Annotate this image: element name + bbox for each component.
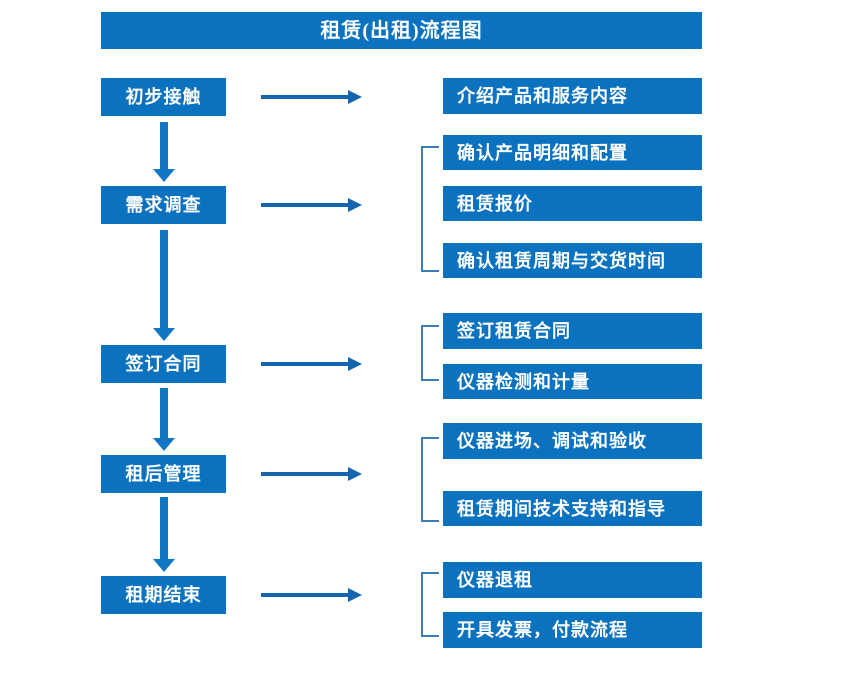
detail-box-仪器进场调试和验收[interactable]: 仪器进场、调试和验收 xyxy=(443,423,702,459)
stage-box-租期结束[interactable]: 租期结束 xyxy=(101,576,226,614)
flow-arrow-down-3 xyxy=(153,388,175,451)
bracket-group-租后管理 xyxy=(421,437,439,522)
flow-arrow-down-1 xyxy=(153,122,175,182)
stage-box-签订合同[interactable]: 签订合同 xyxy=(101,345,226,383)
bracket-group-租期结束 xyxy=(421,572,439,637)
link-arrow-right-4 xyxy=(261,466,362,482)
stage-box-初步接触[interactable]: 初步接触 xyxy=(101,78,226,116)
bracket-group-需求调查 xyxy=(421,146,439,272)
stage-box-租后管理[interactable]: 租后管理 xyxy=(101,455,226,493)
detail-box-签订租赁合同[interactable]: 签订租赁合同 xyxy=(443,313,702,349)
detail-box-租赁报价[interactable]: 租赁报价 xyxy=(443,186,702,221)
flow-arrow-down-2 xyxy=(153,230,175,341)
diagram-title: 租赁(出租)流程图 xyxy=(101,12,702,49)
detail-box-介绍产品和服务内容[interactable]: 介绍产品和服务内容 xyxy=(443,78,702,114)
detail-box-仪器退租[interactable]: 仪器退租 xyxy=(443,562,702,598)
detail-box-确认租赁周期与交货时间[interactable]: 确认租赁周期与交货时间 xyxy=(443,243,702,278)
link-arrow-right-3 xyxy=(261,356,362,372)
flow-arrow-down-4 xyxy=(153,497,175,572)
link-arrow-right-1 xyxy=(261,89,362,105)
link-arrow-right-5 xyxy=(261,587,362,603)
link-arrow-right-2 xyxy=(261,197,362,213)
detail-box-租赁期间技术支持和指导[interactable]: 租赁期间技术支持和指导 xyxy=(443,491,702,526)
detail-box-仪器检测和计量[interactable]: 仪器检测和计量 xyxy=(443,364,702,399)
bracket-group-签订合同 xyxy=(421,325,439,381)
detail-box-确认产品明细和配置[interactable]: 确认产品明细和配置 xyxy=(443,135,702,170)
stage-box-需求调查[interactable]: 需求调查 xyxy=(101,186,226,224)
detail-box-开具发票付款流程[interactable]: 开具发票，付款流程 xyxy=(443,612,702,648)
